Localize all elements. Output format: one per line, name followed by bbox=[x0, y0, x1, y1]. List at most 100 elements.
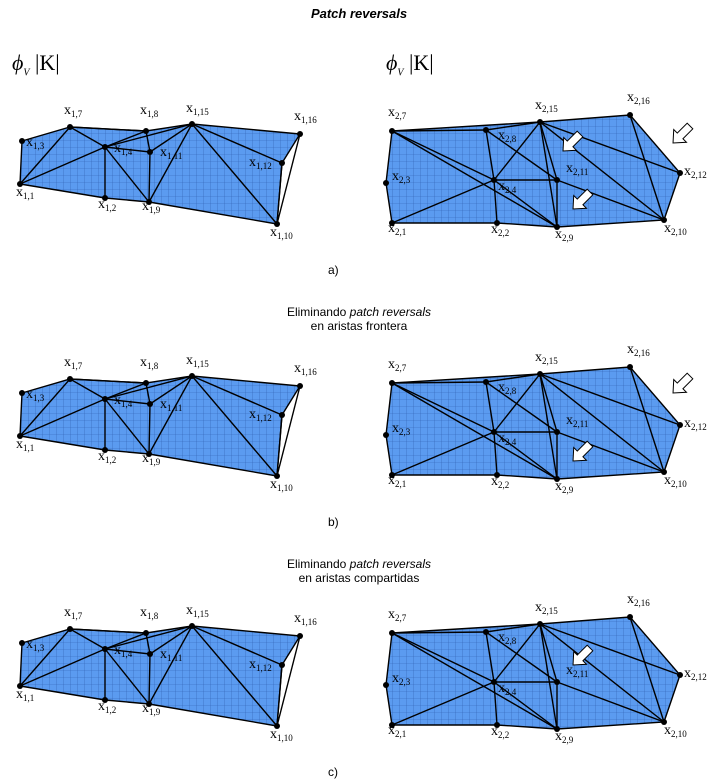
right-vertex-v11 bbox=[554, 429, 560, 435]
left-vertex-v2 bbox=[102, 447, 108, 453]
right-vertex-v2 bbox=[494, 472, 500, 478]
right-mesh-edge-v15-v12 bbox=[539, 373, 681, 426]
right-vertex-v10 bbox=[661, 217, 667, 223]
left-mesh-edge-v11-v15 bbox=[149, 375, 193, 405]
left-vertex-v10 bbox=[274, 723, 280, 729]
left-mesh-edge-v15-v12 bbox=[191, 123, 283, 164]
left-mesh-edge-v4-v9 bbox=[104, 648, 150, 705]
right-vertex-label-v9: x2,9 bbox=[555, 227, 574, 243]
left-vertex-label-v11: x1,11 bbox=[160, 647, 182, 663]
right-vertex-v7 bbox=[389, 128, 395, 134]
right-mesh-edge-v4-v9 bbox=[493, 431, 558, 480]
subtitle-c: Eliminando patch reversals en aristas co… bbox=[0, 557, 718, 585]
right-mesh-edge-v15-v10 bbox=[539, 623, 665, 723]
left-mesh-edge-v15-v12 bbox=[191, 375, 283, 416]
left-mesh-edge-v4-v11 bbox=[104, 146, 151, 153]
right-vertex-label-v1: x2,1 bbox=[388, 221, 406, 237]
right-mesh-edge-v7-v4 bbox=[391, 632, 495, 683]
right-mesh-edge-v16-v10 bbox=[629, 616, 665, 723]
panel-label-b: b) bbox=[328, 515, 339, 529]
right-vertex-label-v15: x2,15 bbox=[535, 350, 558, 366]
right-mesh-edge-v8-v11 bbox=[485, 129, 558, 181]
left-vertex-label-v8: x1,8 bbox=[140, 355, 159, 371]
left-vertex-label-v9: x1,9 bbox=[142, 701, 161, 717]
right-vertex-v16 bbox=[627, 614, 633, 620]
right-mesh-edge-v16-v10 bbox=[629, 114, 665, 221]
right-vertex-label-v4: x2,4 bbox=[498, 431, 517, 447]
right-mesh-edge-v16-v10 bbox=[629, 366, 665, 473]
left-mesh-edge-v11-v15 bbox=[149, 625, 193, 655]
right-vertex-v15 bbox=[537, 371, 543, 377]
left-mesh-edge-v9-v15 bbox=[148, 123, 193, 203]
left-vertex-label-v3: x1,3 bbox=[26, 135, 45, 151]
phi-right-sub: V bbox=[397, 67, 404, 79]
left-vertex-v9 bbox=[146, 701, 152, 707]
left-vertex-v11 bbox=[147, 149, 153, 155]
right-vertex-v4 bbox=[491, 429, 497, 435]
left-vertex-label-v12: x1,12 bbox=[249, 155, 272, 171]
left-mesh-edge-v15-v12 bbox=[191, 625, 283, 666]
right-mesh-edge-v15-v11 bbox=[539, 623, 558, 683]
right-vertex-label-v7: x2,7 bbox=[388, 105, 407, 121]
right-vertex-label-v16: x2,16 bbox=[627, 342, 650, 358]
right-mesh-edge-v4-v2 bbox=[493, 681, 498, 726]
right-vertex-label-v8: x2,8 bbox=[498, 380, 517, 396]
right-vertex-label-v4: x2,4 bbox=[498, 681, 517, 697]
right-mesh-edge-v7-v9 bbox=[391, 632, 558, 730]
left-vertex-v8 bbox=[143, 128, 149, 134]
right-mesh-edge-v15-v12 bbox=[539, 623, 681, 676]
panel-label-c: c) bbox=[328, 765, 338, 779]
left-vertex-label-v16: x1,16 bbox=[294, 611, 317, 627]
left-vertex-label-v9: x1,9 bbox=[142, 199, 161, 215]
right-vertex-label-v3: x2,3 bbox=[392, 421, 411, 437]
right-mesh-edge-v4-v2 bbox=[493, 431, 498, 476]
right-vertex-label-v4: x2,4 bbox=[498, 179, 517, 195]
left-vertex-label-v7: x1,7 bbox=[64, 103, 83, 119]
left-mesh-edge-v4-v11 bbox=[104, 398, 151, 405]
left-vertex-v9 bbox=[146, 199, 152, 205]
left-vertex-v4 bbox=[102, 646, 108, 652]
left-vertex-label-v2: x1,2 bbox=[98, 699, 116, 715]
left-vertex-label-v3: x1,3 bbox=[26, 637, 45, 653]
right-vertex-label-v1: x2,1 bbox=[388, 723, 406, 739]
left-vertex-label-v1: x1,1 bbox=[16, 437, 34, 453]
left-mesh-edge-v7-v4 bbox=[69, 126, 106, 148]
right-vertex-label-v11: x2,11 bbox=[566, 161, 588, 177]
left-vertex-v12 bbox=[279, 662, 285, 668]
left-mesh-edge-v4-v11 bbox=[104, 648, 151, 655]
right-vertex-label-v8: x2,8 bbox=[498, 128, 517, 144]
left-mesh-edge-v4-v8 bbox=[104, 382, 147, 400]
left-mesh-edge-v4-v8 bbox=[104, 632, 147, 650]
right-mesh-edge-v4-v9 bbox=[493, 179, 558, 228]
left-vertex-label-v2: x1,2 bbox=[98, 449, 116, 465]
right-vertex-v15 bbox=[537, 621, 543, 627]
right-vertex-label-v7: x2,7 bbox=[388, 607, 407, 623]
right-vertex-label-v12: x2,12 bbox=[684, 416, 707, 432]
left-vertex-label-v9: x1,9 bbox=[142, 451, 161, 467]
right-vertex-v2 bbox=[494, 722, 500, 728]
left-vertex-label-v10: x1,10 bbox=[270, 225, 293, 241]
right-vertex-v15 bbox=[537, 119, 543, 125]
phi-left-label: ϕV |K| bbox=[12, 50, 60, 78]
reversal-arrow-icon bbox=[572, 440, 594, 462]
right-vertex-label-v12: x2,12 bbox=[684, 164, 707, 180]
left-vertex-label-v15: x1,15 bbox=[186, 603, 209, 619]
right-vertex-v8 bbox=[483, 629, 489, 635]
right-vertex-v9 bbox=[554, 726, 560, 732]
left-mesh-edge-v9-v15 bbox=[148, 625, 193, 705]
right-vertex-v12 bbox=[677, 170, 683, 176]
right-vertex-v12 bbox=[677, 672, 683, 678]
left-vertex-v7 bbox=[67, 626, 73, 632]
left-mesh-edge-v4-v15 bbox=[104, 625, 193, 650]
left-vertex-v3 bbox=[19, 390, 25, 396]
right-vertex-label-v16: x2,16 bbox=[627, 90, 650, 106]
right-vertex-label-v9: x2,9 bbox=[555, 479, 574, 495]
right-mesh-edge-v7-v8 bbox=[391, 631, 487, 634]
left-mesh-edge-v1-v7 bbox=[19, 126, 71, 185]
left-mesh-edge-v15-v10 bbox=[191, 625, 278, 727]
subtitle-b-prefix: Eliminando bbox=[286, 305, 350, 319]
right-vertex-v16 bbox=[627, 364, 633, 370]
left-mesh-edge-v15-v10 bbox=[191, 375, 278, 477]
left-vertex-label-v12: x1,12 bbox=[249, 407, 272, 423]
